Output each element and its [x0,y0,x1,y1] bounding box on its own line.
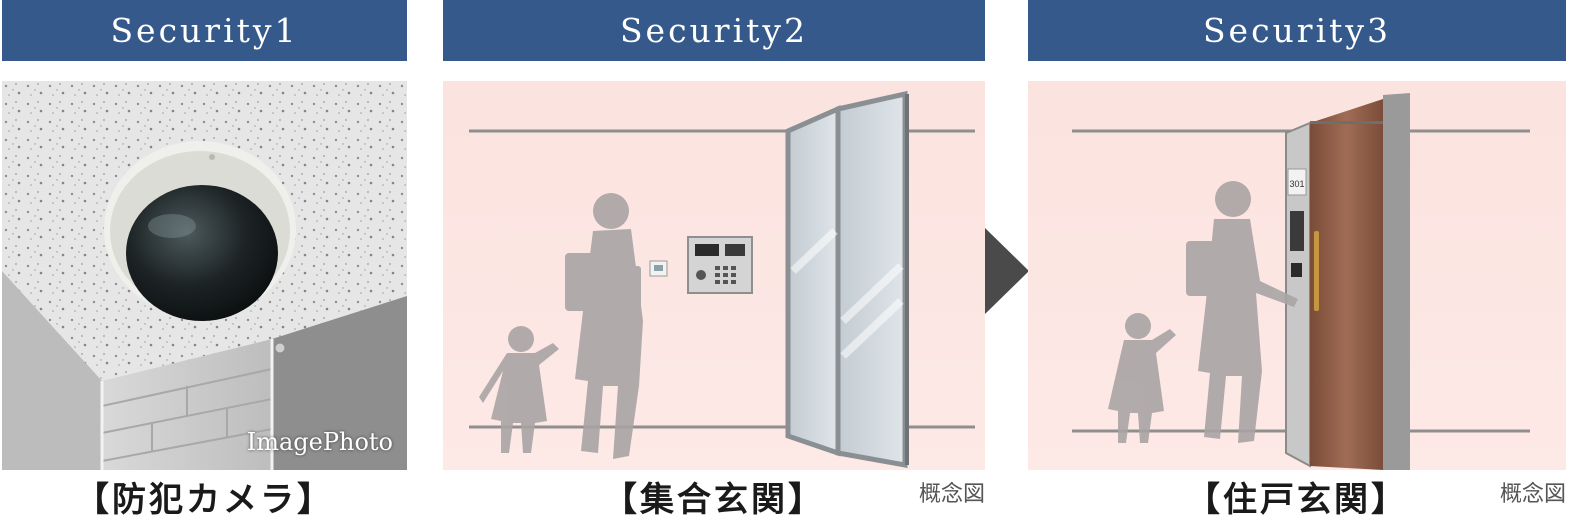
next-arrow-icon [985,228,1029,314]
unit-entrance-illustration: 301 [1028,81,1566,470]
panel-title: Security2 [443,0,985,61]
panel-caption: 【住戸玄関】 [1186,480,1408,520]
security-panel-3: Security3 [1028,0,1566,526]
panel-title: Security3 [1028,0,1566,61]
common-entrance-scene [443,81,985,470]
panel-caption: 【防犯カメラ】 [75,480,334,520]
security-panel-2: Security2 [443,0,985,526]
security-panel-1: Security1 [2,0,407,526]
unit-door-scene: 301 [1028,81,1566,470]
concept-diagram-note: 概念図 [1499,482,1566,507]
concept-diagram-note: 概念図 [918,482,985,507]
panel-caption: 【集合玄関】 [603,480,825,520]
camera-photo: ImagePhoto [2,81,407,470]
dome-camera-illustration [2,81,407,470]
panel-title: Security1 [2,0,407,61]
entrance-illustration [443,81,985,470]
image-photo-note: ImagePhoto [246,428,393,456]
door-number: 301 [1289,179,1304,189]
